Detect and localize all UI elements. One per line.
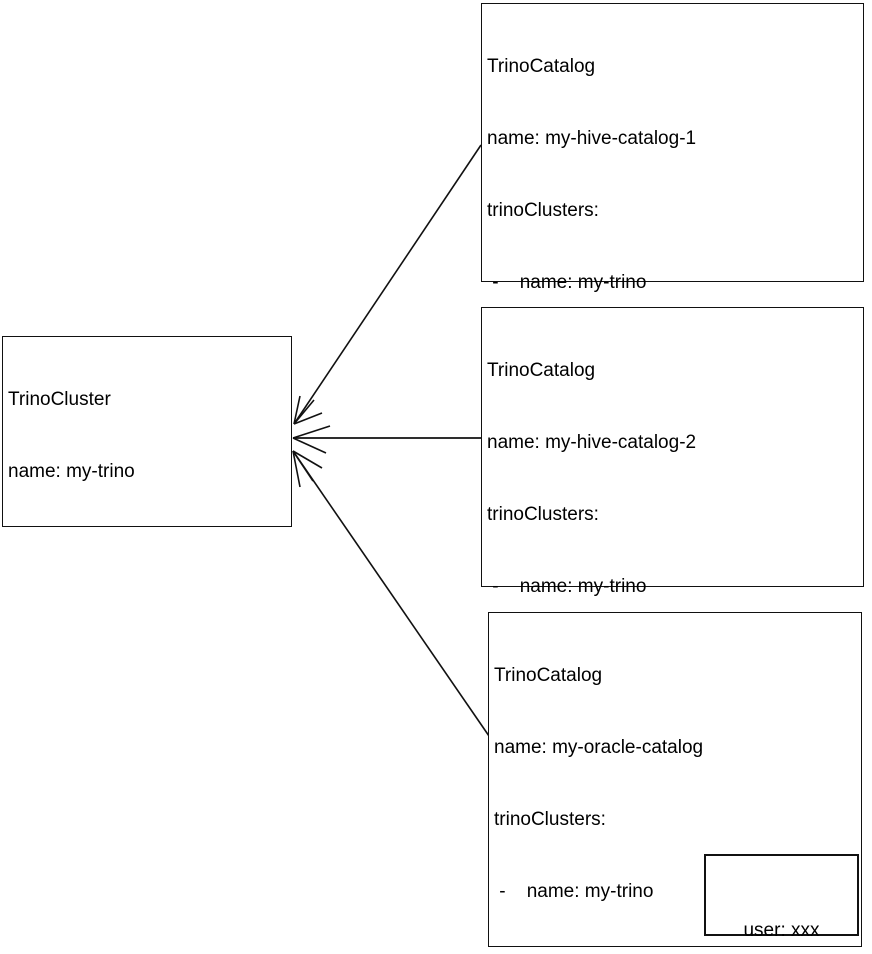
trinocluster-text: TrinoCluster name: my-trino [8,340,289,532]
catalog-line: trinoClusters: [487,504,599,525]
catalog-line: name: my-hive-catalog-1 [487,128,697,149]
catalog-line: trinoClusters: [487,200,599,221]
trinocluster-node[interactable]: TrinoCluster name: my-trino [2,336,292,527]
trinocatalog-node-my-hive-catalog-2[interactable]: TrinoCatalog name: my-hive-catalog-2 tri… [481,307,864,885]
secret-node[interactable]: user: xxx password: xxx [704,854,859,941]
catalog-line: - name: my-trino [494,881,654,902]
catalog-line: TrinoCatalog [487,56,596,77]
catalog-line: name: my-oracle-catalog [494,737,704,758]
catalog-line: trinoClusters: [494,809,606,830]
catalog-line: - name: my-trino [487,576,647,597]
trinocluster-line: TrinoCluster [8,389,111,410]
secret-text: user: xxx password: xxx [706,871,857,954]
secret-line: user: xxx [743,920,820,941]
catalog-line: TrinoCatalog [487,360,596,381]
edge-hive-catalog-1-to-cluster [293,144,482,425]
catalog-line: TrinoCatalog [494,665,603,686]
trinocluster-line: name: my-trino [8,461,135,482]
catalog-line: - name: my-trino [487,272,647,293]
edge-oracle-catalog-to-cluster [292,450,490,737]
catalog-line: name: my-hive-catalog-2 [487,432,697,453]
trinocatalog-text: TrinoCatalog name: my-oracle-catalog tri… [494,616,859,954]
trinocatalog-node-my-hive-catalog-1[interactable]: TrinoCatalog name: my-hive-catalog-1 tri… [481,3,864,653]
trinocatalog-node-my-oracle-catalog[interactable]: TrinoCatalog name: my-oracle-catalog tri… [488,612,862,954]
edge-hive-catalog-2-to-cluster [292,425,481,454]
